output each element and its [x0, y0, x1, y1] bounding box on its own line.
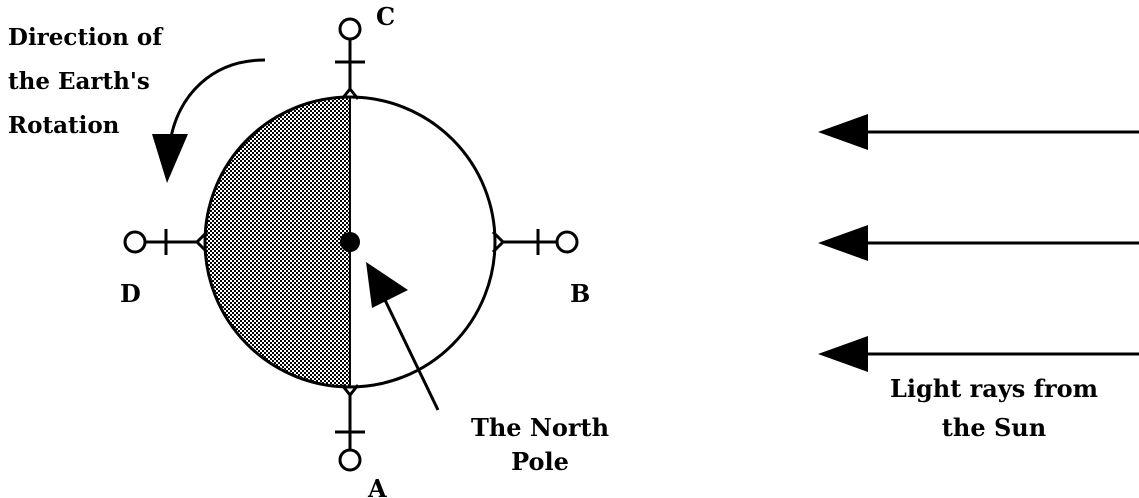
- observer-c-figure: [335, 17, 365, 100]
- sun-ray-bottom: [818, 336, 1139, 372]
- sun-label-line1: Light rays from: [890, 374, 1098, 403]
- rotation-label-line2: the Earth's: [8, 68, 150, 95]
- observer-a-figure: [335, 384, 365, 472]
- position-label-b: B: [570, 279, 590, 308]
- rotation-arrow: [152, 58, 266, 183]
- earth: [203, 95, 497, 389]
- night-side: [205, 97, 350, 387]
- rotation-label-line1: Direction of: [8, 24, 164, 51]
- observer-b-figure: [491, 229, 579, 255]
- sun-ray-top: [818, 114, 1139, 150]
- north-pole-pointer: [366, 262, 440, 411]
- sun-ray-middle: [818, 225, 1139, 261]
- north-pole-label-line2: Pole: [511, 447, 569, 476]
- north-pole-dot: [340, 232, 360, 252]
- rotation-label-line3: Rotation: [8, 112, 120, 139]
- sun-label-line2: the Sun: [942, 413, 1046, 442]
- observer-d-figure: [123, 229, 209, 255]
- sun-rays: [818, 114, 1139, 372]
- position-label-a: A: [367, 474, 387, 498]
- position-label-d: D: [120, 279, 141, 308]
- north-pole-label-line1: The North: [471, 413, 609, 442]
- position-label-c: C: [376, 2, 395, 31]
